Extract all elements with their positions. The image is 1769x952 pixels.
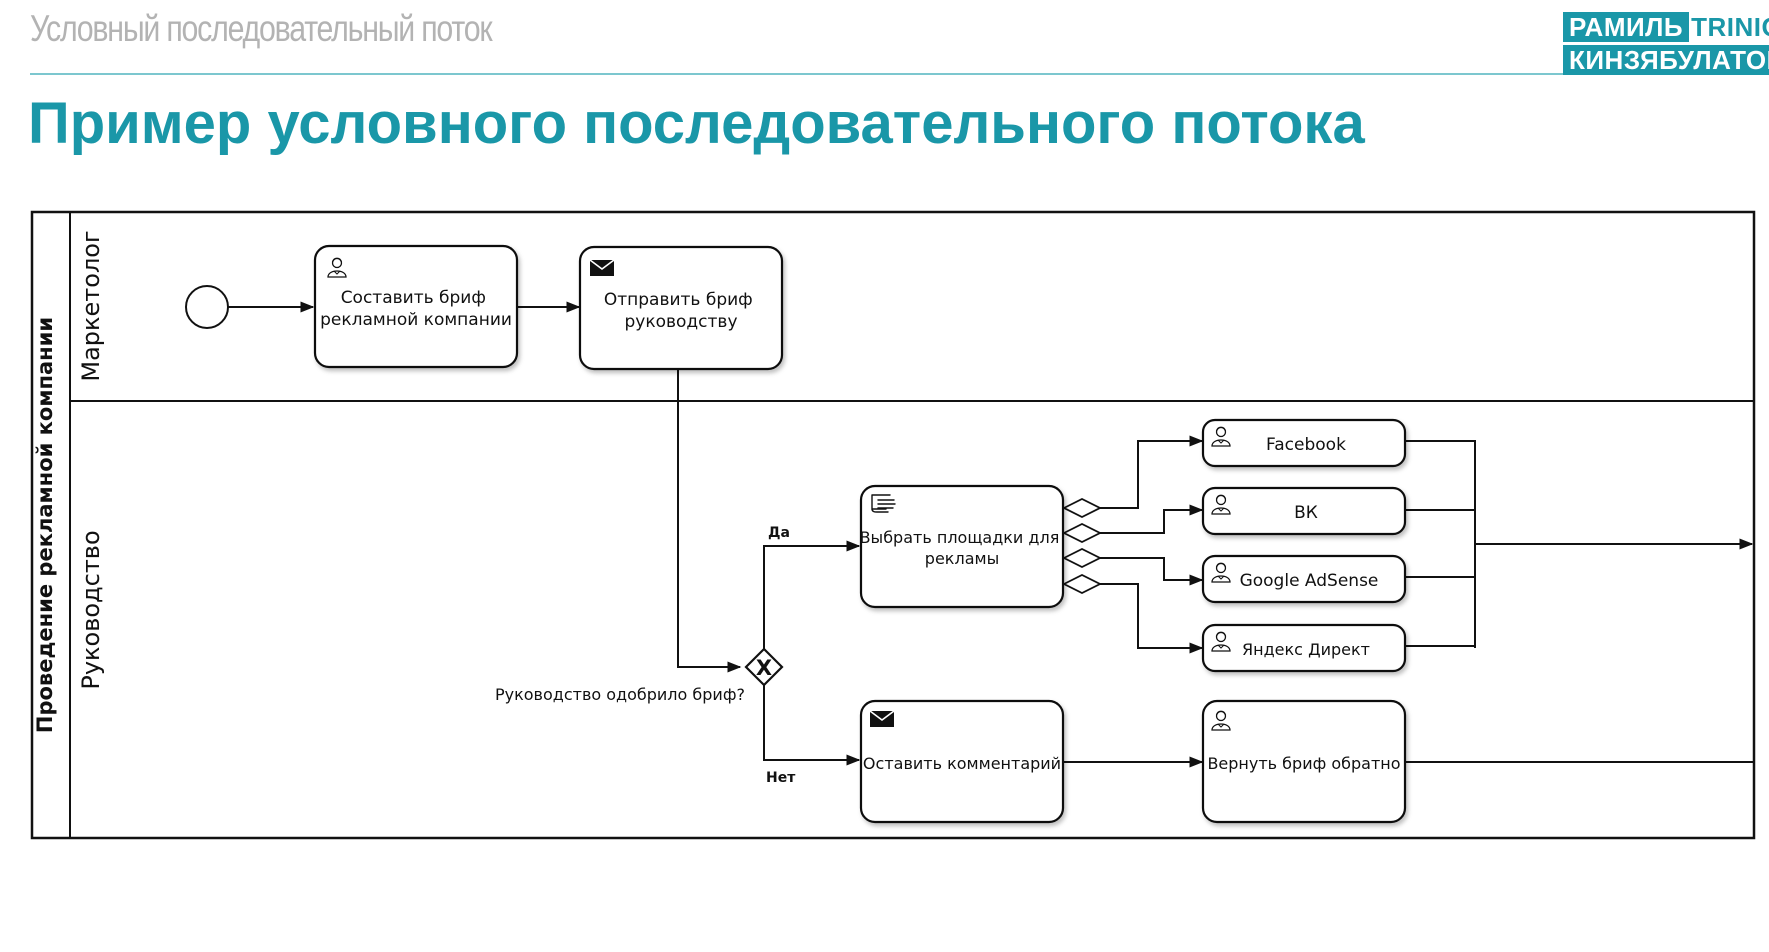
task-google-label: Google AdSense <box>1240 571 1379 591</box>
flow-to-yandex <box>1100 583 1204 654</box>
svg-text:Составить бриф рекламной: Составить бриф рекламной компании <box>320 288 512 330</box>
lane-label-marketer: Маркетолог <box>77 230 105 381</box>
pool-label: Проведение рекламной компании <box>33 317 57 733</box>
condition-marker-3 <box>1061 547 1103 569</box>
flow-facebook-out <box>1406 440 1476 648</box>
task-facebook[interactable]: Facebook <box>1201 418 1407 468</box>
start-event[interactable] <box>185 285 229 329</box>
flow-label-no: Нет <box>766 770 796 786</box>
task-return-label: Вернуть бриф обратно <box>1207 754 1400 773</box>
message-send-icon <box>869 710 895 728</box>
task-send-brief[interactable]: Отправить бриф руководству <box>578 245 784 371</box>
task-compose-line2: рекламной компании <box>320 310 512 330</box>
svg-text:Выбрать площадки для рек: Выбрать площадки для рекламы <box>860 528 1065 568</box>
gateway-question: Руководство одобрило бриф? <box>495 685 745 704</box>
header-rule <box>30 73 1755 75</box>
section-title: Условный последовательный поток <box>30 8 493 49</box>
gateway-x-marker: X <box>756 656 772 680</box>
flow-label-yes: Да <box>768 525 790 541</box>
task-compose-line1: Составить бриф <box>341 288 486 308</box>
task-send-line1: Отправить бриф <box>604 290 753 310</box>
message-send-icon <box>589 259 615 277</box>
task-vk[interactable]: ВК <box>1201 486 1407 536</box>
logo-word-surname: КИНЗЯБУЛАТОВ <box>1563 45 1769 75</box>
task-send-line2: руководству <box>624 312 737 332</box>
task-yandex-label: Яндекс Директ <box>1242 640 1370 659</box>
lane-label-management: Руководство <box>77 530 105 689</box>
task-choose-line2: рекламы <box>925 549 999 568</box>
task-google-adsense[interactable]: Google AdSense <box>1201 554 1407 604</box>
task-vk-label: ВК <box>1294 503 1318 523</box>
exclusive-gateway[interactable]: X <box>744 647 784 687</box>
flow-yes <box>763 540 861 649</box>
flow-no <box>763 685 861 766</box>
flow-to-facebook <box>1100 435 1204 509</box>
logo-word-ramil: РАМИЛЬ <box>1563 12 1690 42</box>
condition-marker-2 <box>1061 522 1103 544</box>
task-choose-line1: Выбрать площадки для <box>860 528 1060 547</box>
flow-to-vk <box>1100 504 1204 534</box>
condition-marker-4 <box>1061 573 1103 595</box>
flow-to-google <box>1100 557 1204 586</box>
task-facebook-label: Facebook <box>1266 435 1346 455</box>
task-leave-comment[interactable]: Оставить комментарий <box>859 699 1065 824</box>
condition-marker-1 <box>1061 497 1103 519</box>
svg-text:Отправить бриф руководст: Отправить бриф руководству <box>604 290 758 332</box>
task-compose-brief[interactable]: Составить бриф рекламной компании <box>313 244 519 369</box>
pool-frame <box>30 210 1756 840</box>
task-yandex-direct[interactable]: Яндекс Директ <box>1201 623 1407 673</box>
task-comment-label: Оставить комментарий <box>863 754 1061 773</box>
task-choose-platforms[interactable]: Выбрать площадки для рекламы <box>860 484 1065 609</box>
brand-logo: РАМИЛЬTRINION КИНЗЯБУЛАТОВ <box>1563 12 1769 78</box>
page-title: Пример условного последовательного поток… <box>28 91 1365 156</box>
task-return-brief[interactable]: Вернуть бриф обратно <box>1201 699 1407 824</box>
flow-send-to-gateway <box>677 369 742 673</box>
logo-word-trinion: TRINION <box>1691 11 1769 42</box>
